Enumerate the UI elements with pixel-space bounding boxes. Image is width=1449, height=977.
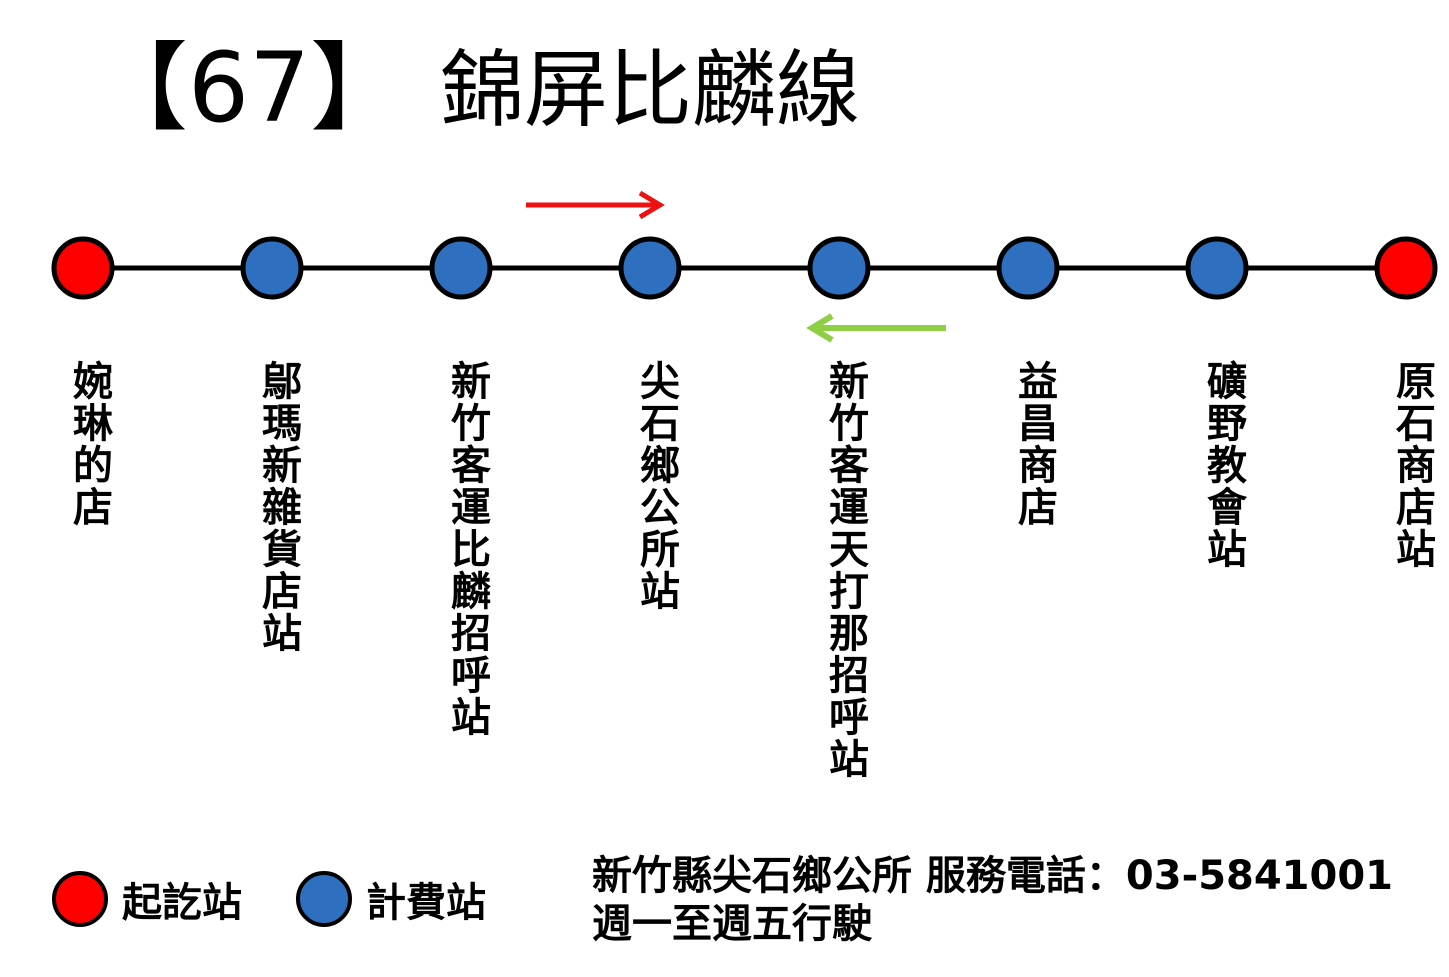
outbound-arrow	[526, 190, 665, 220]
legend-fare-stop: 計費站	[296, 870, 486, 928]
route-number: 【67】	[92, 32, 407, 144]
legend-terminal: 起訖站	[52, 870, 242, 928]
station-dot-8	[1374, 236, 1438, 300]
station-dot-4	[618, 236, 682, 300]
station-name-8: 原石商店站	[1389, 360, 1435, 570]
station-name-2: 鄔瑪新雜貨店站	[255, 360, 301, 654]
station-dot-2	[240, 236, 304, 300]
legend-terminal-label: 起訖站	[122, 880, 242, 926]
inbound-arrow	[806, 313, 946, 343]
station-name-1: 婉琳的店	[66, 360, 112, 528]
station-name-5: 新竹客運天打那招呼站	[822, 360, 868, 780]
terminal-dot-icon	[52, 871, 108, 927]
station-name-3: 新竹客運比麟招呼站	[444, 360, 490, 738]
station-name-6: 益昌商店	[1011, 360, 1057, 528]
service-phone: 新竹縣尖石鄉公所 服務電話：03-5841001	[592, 853, 1394, 899]
station-dot-7	[1185, 236, 1249, 300]
station-dot-3	[429, 236, 493, 300]
service-info: 新竹縣尖石鄉公所 服務電話：03-5841001 週一至週五行駛	[592, 852, 1393, 948]
station-dot-5	[807, 236, 871, 300]
station-dot-6	[996, 236, 1060, 300]
route-name: 錦屏比麟線	[440, 41, 861, 139]
fare-stop-dot-icon	[296, 871, 352, 927]
legend-fare-stop-label: 計費站	[366, 880, 486, 926]
station-name-4: 尖石鄉公所站	[633, 360, 679, 612]
station-dot-1	[51, 236, 115, 300]
service-days: 週一至週五行駛	[592, 901, 872, 947]
station-name-7: 礦野教會站	[1200, 360, 1246, 570]
